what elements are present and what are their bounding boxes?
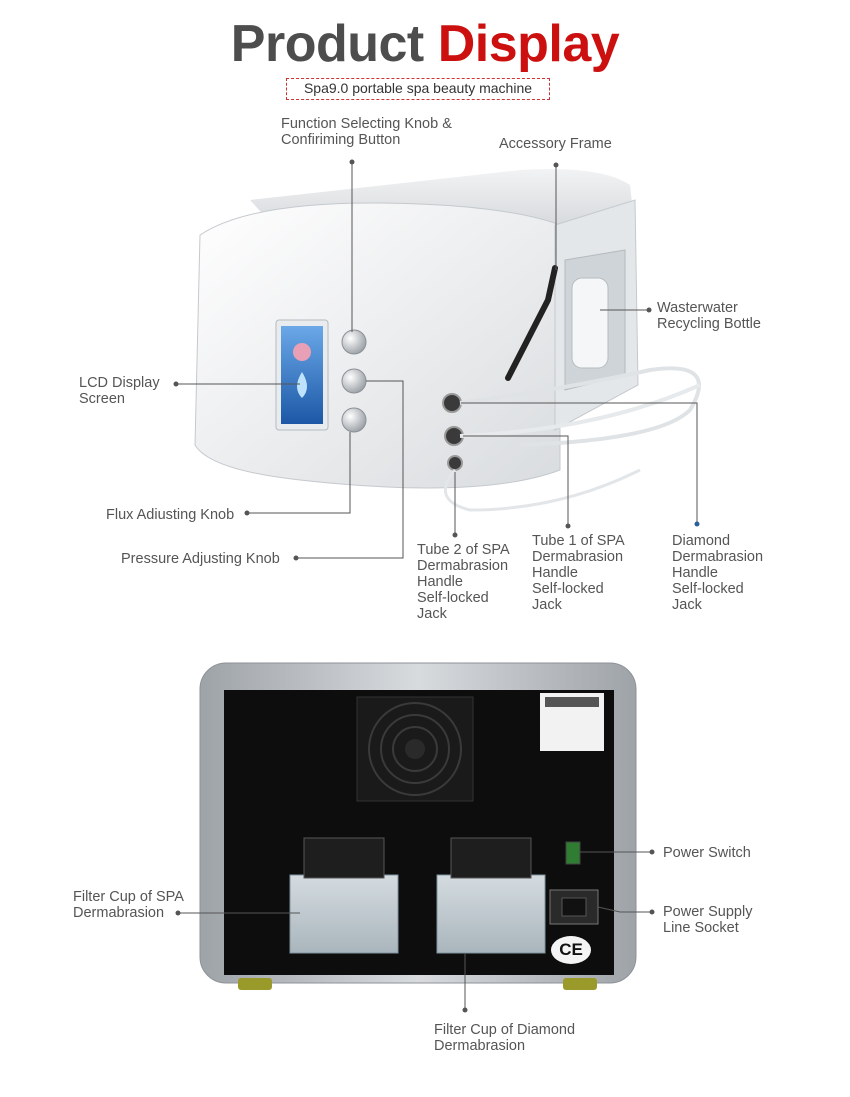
flux-knob[interactable] (341, 407, 367, 433)
title-word-product: Product (230, 15, 424, 73)
ce-mark: CE (559, 940, 583, 959)
filter-cup-diamond (436, 874, 546, 954)
label-flux-knob: Flux Adiusting Knob (106, 507, 235, 523)
subtitle-box: Spa9.0 portable spa beauty machine (286, 78, 550, 100)
label-wastewater-bottle: Wasterwater Recycling Bottle (657, 300, 761, 332)
label-diamond-jack: Diamond Dermabrasion Handle Self-locked … (672, 533, 764, 613)
label-pressure-knob: Pressure Adjusting Knob (121, 551, 280, 567)
label-tube1-jack: Tube 1 of SPA Dermabrasion Handle Self-l… (532, 533, 625, 613)
label-tube2-jack: Tube 2 of SPA Dermabrasion Handle Self-l… (417, 542, 510, 622)
label-power-socket: Power Supply Line Socket (663, 904, 753, 936)
label-filter-cup-diamond: Filter Cup of Diamond Dermabrasion (434, 1022, 576, 1054)
callout-lines (173, 159, 700, 1013)
filter-cup-spa (289, 874, 399, 954)
rear-machine (199, 662, 637, 990)
title-word-display: Display (437, 15, 620, 73)
function-knob[interactable] (341, 329, 367, 355)
front-machine (194, 169, 701, 512)
power-switch[interactable] (565, 841, 581, 865)
label-power-switch: Power Switch (663, 845, 751, 861)
pressure-knob[interactable] (341, 368, 367, 394)
label-accessory-frame: Accessory Frame (499, 136, 612, 152)
label-lcd-screen: LCD Display Screen (79, 375, 160, 407)
tube2-jack[interactable] (447, 455, 463, 471)
label-filter-cup-spa: Filter Cup of SPA Dermabrasion (73, 889, 184, 921)
label-function-knob: Function Selecting Knob & Confiriming Bu… (281, 116, 452, 148)
diamond-jack[interactable] (442, 393, 462, 413)
page-title: Product Display (0, 14, 850, 74)
